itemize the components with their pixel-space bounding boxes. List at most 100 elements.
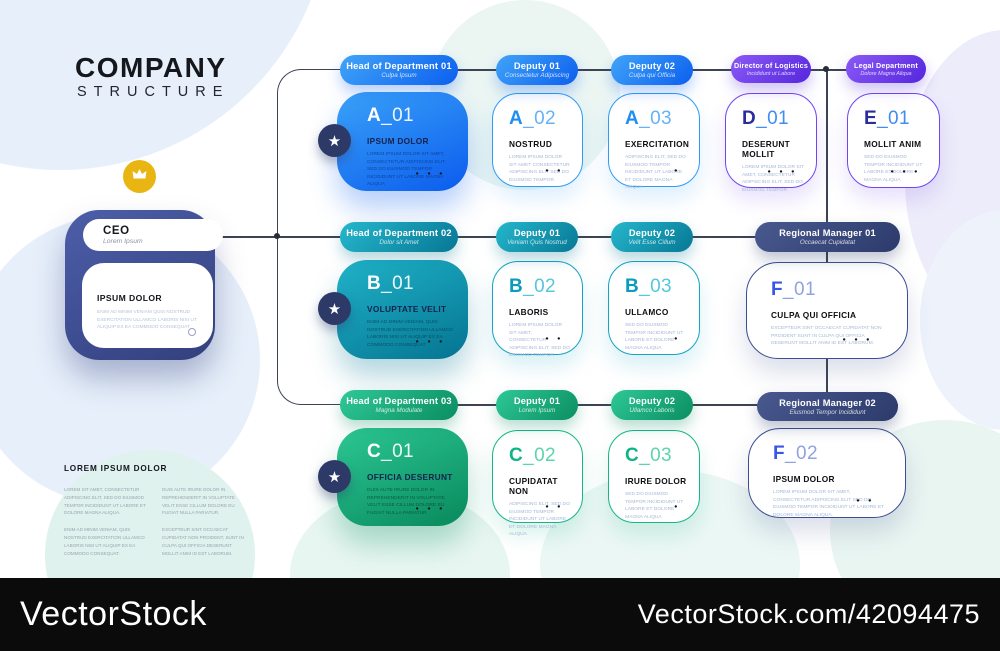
junction-dot	[274, 233, 280, 239]
pill-subtitle: Consectetur Adipiscing	[504, 72, 570, 79]
card-c02: C_02 CUPIDATAT NON Adipiscing elit, sed …	[492, 430, 583, 537]
card-body: Enim ad minim veniam, quis nostrud exerc…	[367, 320, 453, 348]
connector-elbow-bottom	[277, 237, 341, 405]
pill-title: Director of Logistics	[733, 61, 809, 70]
card-dots: ●	[674, 336, 681, 342]
card-dots: ● ●	[545, 336, 564, 342]
card-code-suffix: _01	[381, 441, 415, 462]
pill-title: Head of Department 03	[346, 396, 452, 406]
pill-subtitle: Incididunt ut Labore	[746, 71, 796, 77]
card-code: C_02	[509, 445, 570, 467]
card-dots: ●	[674, 168, 681, 174]
card-code-prefix: A	[509, 108, 524, 129]
pill-subtitle: Ullamco Laboris	[629, 407, 675, 414]
card-code-suffix: _02	[523, 445, 557, 466]
card-heading: MOLLIT ANIM	[864, 139, 922, 149]
page-subtitle: STRUCTURE	[77, 84, 230, 100]
card-b02: B_02 LABORIS Lorem ipsum dolor sit amet,…	[492, 261, 583, 358]
card-dots: ● ●	[545, 504, 564, 510]
pill-regional-manager-02: Regional Manager 02 Eiusmod Tempor Incid…	[757, 392, 898, 421]
ceo-role-subtitle: Lorem Ipsum	[103, 238, 143, 245]
card-heading: IRURE DOLOR	[625, 476, 687, 486]
pill-subtitle: Eiusmod Tempor Incididunt	[789, 408, 866, 416]
pill-title: Head of Department 02	[346, 228, 452, 238]
card-code-prefix: C	[625, 445, 640, 466]
card-code: C_01	[367, 441, 454, 463]
pill-title: Deputy 01	[513, 61, 561, 71]
card-dots: ●	[674, 504, 681, 510]
ceo-detail-box: IPSUM DOLOR Enim ad minim veniam quis no…	[82, 263, 213, 348]
card-body: Duis aute irure dolor in reprehenderit i…	[367, 488, 445, 516]
junction-dot	[823, 66, 829, 72]
pill-subtitle: Culpa Ipsum	[381, 72, 417, 79]
card-code-prefix: A	[367, 105, 382, 126]
card-body: Lorem ipsum dolor sit amet consectetur a…	[509, 155, 570, 183]
card-dots: ● ● ●	[842, 337, 873, 343]
card-code-prefix: D	[742, 108, 757, 129]
ceo-detail-heading: IPSUM DOLOR	[97, 293, 163, 303]
card-dots: ● ● ●	[415, 339, 446, 345]
card-f02: F_02 IPSUM DOLOR Lorem ipsum dolor sit a…	[748, 428, 906, 518]
card-code-suffix: _01	[783, 279, 816, 300]
pill-deputy-02-b: Deputy 02 Velit Esse Cillum	[611, 222, 693, 252]
ceo-card: CEO Lorem Ipsum IPSUM DOLOR Enim ad mini…	[65, 210, 223, 360]
card-code-suffix: _02	[785, 443, 818, 464]
watermark-url: VectorStock.com/42094475	[637, 599, 980, 629]
card-heading: OFFICIA DESERUNT	[367, 472, 453, 482]
pill-title: Regional Manager 01	[779, 228, 876, 238]
card-code-prefix: C	[509, 445, 524, 466]
card-code-prefix: C	[367, 441, 382, 462]
card-heading: CULPA QUI OFFICIA	[771, 310, 857, 320]
card-code: C_03	[625, 445, 687, 467]
card-code-suffix: _01	[381, 105, 415, 126]
card-heading: IPSUM DOLOR	[367, 136, 429, 146]
pill-deputy-01-a: Deputy 01 Consectetur Adipiscing	[496, 55, 578, 85]
footer-note: LOREM IPSUM DOLOR Lorem sit amet, consec…	[64, 464, 254, 566]
card-heading: LABORIS	[509, 307, 549, 317]
pill-deputy-02-c: Deputy 02 Ullamco Laboris	[611, 390, 693, 420]
pill-subtitle: Occaecat Cupidatat	[799, 239, 856, 246]
pill-title: Deputy 01	[513, 396, 561, 406]
card-body: Sed do eiusmod tempor incididunt ut labo…	[864, 155, 923, 183]
card-code: A_01	[367, 105, 454, 127]
card-heading: NOSTRUD	[509, 139, 553, 149]
card-code-prefix: F	[771, 279, 784, 300]
ceo-role-label: CEO	[103, 225, 130, 237]
card-code-prefix: B	[367, 273, 382, 294]
card-dots: ● ● ●	[767, 169, 798, 175]
pill-subtitle: Veniam Quis Nostrud	[507, 239, 567, 246]
crown-badge	[123, 160, 156, 193]
pill-subtitle: Culpa qui Officia	[628, 72, 676, 79]
card-code: F_01	[771, 279, 887, 301]
ceo-role-pill: CEO Lorem Ipsum	[83, 219, 223, 251]
card-code-suffix: _01	[756, 108, 790, 129]
card-c01: C_01 OFFICIA DESERUNT Duis aute irure do…	[337, 428, 468, 526]
footer-note-paragraph: Enim ad minim veniam, quis nostrud exerc…	[64, 527, 145, 556]
card-code-prefix: F	[773, 443, 786, 464]
card-d01: D_01 DESERUNT MOLLIT Lorem ipsum dolor s…	[725, 93, 817, 193]
card-dots: ● ●	[545, 168, 564, 174]
card-code-suffix: _03	[639, 445, 673, 466]
card-body: Sed do eiusmod tempor incididunt ut labo…	[625, 323, 684, 351]
pill-director-of-logistics: Director of Logistics Incididunt ut Labo…	[731, 55, 811, 83]
card-code-suffix: _03	[639, 276, 673, 297]
card-code: F_02	[773, 443, 885, 465]
pill-subtitle: Dolor sit Amet	[379, 239, 419, 246]
footer-note-heading: LOREM IPSUM DOLOR	[64, 464, 168, 473]
card-body: Sed do eiusmod tempor incididunt ut labo…	[625, 492, 684, 520]
pill-head-of-department-03: Head of Department 03 Magna Modulate	[340, 390, 458, 420]
card-code-prefix: B	[509, 276, 524, 297]
card-heading: DESERUNT MOLLIT	[742, 139, 791, 159]
card-code-suffix: _02	[523, 276, 557, 297]
card-dots: ● ●	[856, 498, 875, 504]
pill-title: Deputy 02	[628, 61, 676, 71]
pill-subtitle: Lorem Ipsum	[518, 407, 556, 414]
card-b03: B_03 ULLAMCO Sed do eiusmod tempor incid…	[608, 261, 700, 355]
footer-note-column-2: Duis aute irure dolor in reprehenderit i…	[162, 486, 247, 566]
pill-legal-department: Legal Department Dolore Magna Aliqua	[846, 55, 926, 83]
pill-deputy-01-c: Deputy 01 Lorem Ipsum	[496, 390, 578, 420]
card-a02: A_02 NOSTRUD Lorem ipsum dolor sit amet …	[492, 93, 583, 187]
card-c03: C_03 IRURE DOLOR Sed do eiusmod tempor i…	[608, 430, 700, 523]
card-body: Adipiscing elit, sed do eiusmod tempor i…	[625, 155, 686, 191]
